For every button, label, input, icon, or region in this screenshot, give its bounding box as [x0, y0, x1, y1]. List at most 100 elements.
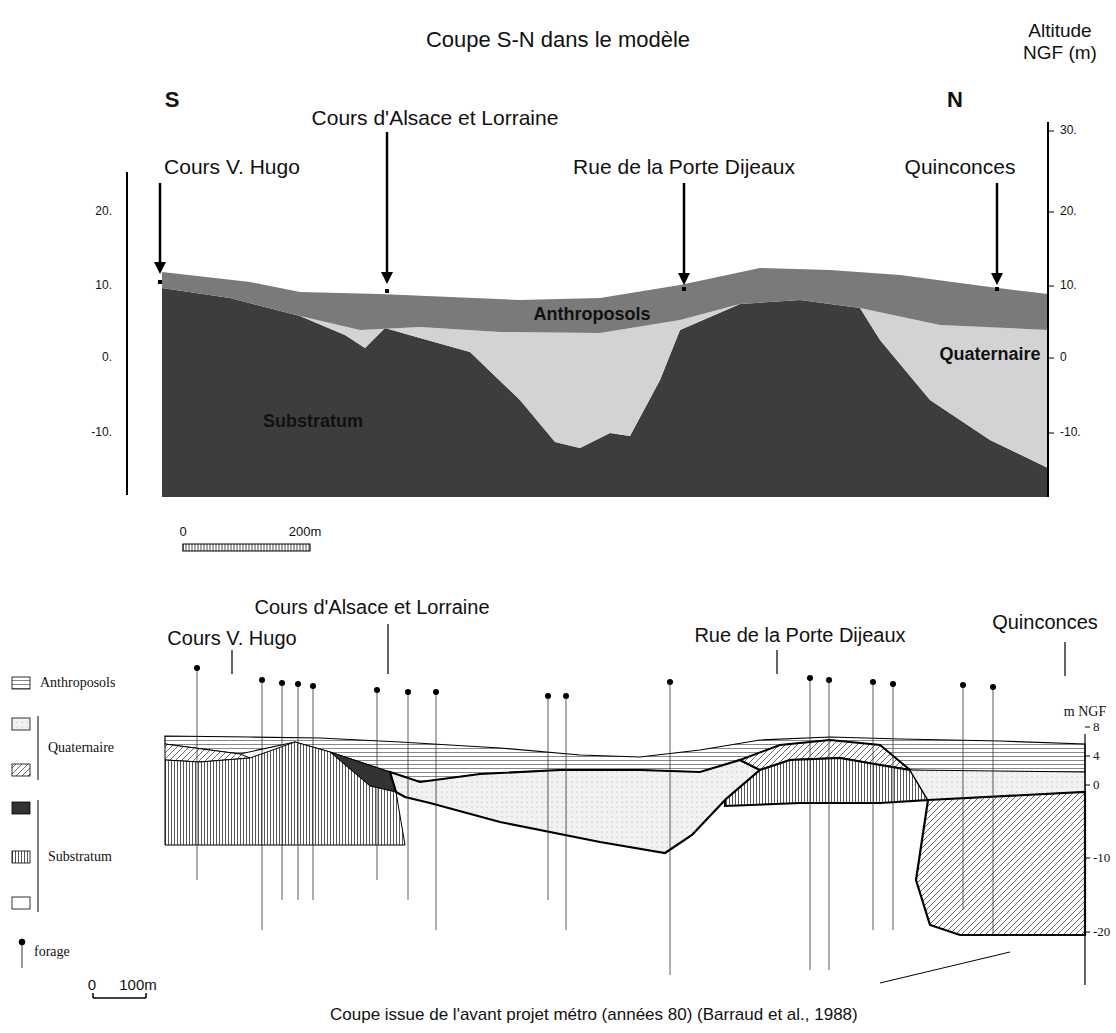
leader-line — [880, 952, 1010, 983]
scale-tick — [216, 544, 217, 551]
section-label: 0 — [88, 976, 96, 993]
scale-tick — [213, 544, 214, 551]
section-label: Cours d'Alsace et Lorraine — [254, 596, 489, 619]
section-label: -20 — [1093, 925, 1110, 940]
section-label: 4 — [1093, 749, 1100, 764]
scale-tick — [249, 544, 250, 551]
metro-section — [93, 624, 1090, 998]
scale-tick — [207, 544, 208, 551]
section-label: 20. — [1060, 205, 1077, 219]
borehole — [405, 689, 411, 900]
location-arrows — [154, 132, 1003, 293]
scale-tick — [288, 544, 289, 551]
scale-tick — [219, 544, 220, 551]
section-label: S — [165, 87, 180, 112]
section-title: Coupe S-N dans le modèle — [426, 27, 690, 52]
scale-tick — [291, 544, 292, 551]
section-label: Quinconces — [992, 611, 1098, 634]
scale-tick — [264, 544, 265, 551]
section-label: Cours V. Hugo — [167, 627, 296, 650]
borehole — [374, 687, 380, 880]
scale-tick — [195, 544, 196, 551]
scale-tick — [189, 544, 190, 551]
section-label: 0. — [102, 351, 112, 365]
section-label: 100m — [119, 976, 157, 993]
section-label: Cours d'Alsace et Lorraine — [312, 106, 559, 130]
scale-tick — [204, 544, 205, 551]
scale-tick — [192, 544, 193, 551]
quaternary-dotted — [390, 760, 760, 853]
axis-line — [126, 172, 128, 495]
section-label: Rue de la Porte Dijeaux — [573, 155, 795, 179]
section-label: 30. — [1060, 124, 1077, 138]
scale-tick — [261, 544, 262, 551]
borehole — [259, 677, 265, 930]
section-label: 10. — [1060, 279, 1077, 293]
section-label: Cours V. Hugo — [164, 155, 300, 179]
scale-tick — [255, 544, 256, 551]
legend-text: Substratum — [48, 849, 112, 865]
axis-line — [1047, 122, 1049, 497]
borehole — [545, 693, 551, 900]
scale-bar — [183, 544, 310, 551]
scale-tick — [300, 544, 301, 551]
scale-tick — [276, 544, 277, 551]
axis-ticks — [1048, 131, 1054, 433]
borehole — [310, 683, 316, 900]
boreholes — [194, 665, 996, 975]
axis-ticks — [1085, 727, 1090, 932]
section-label: -10. — [91, 426, 112, 440]
section-label: 200m — [289, 525, 322, 540]
section-label: Altitude NGF (m) — [1012, 20, 1108, 64]
section-label: Rue de la Porte Dijeaux — [694, 624, 905, 647]
scale-tick — [258, 544, 259, 551]
scale-tick — [246, 544, 247, 551]
section-label: 0 — [179, 525, 186, 540]
borehole — [807, 675, 813, 970]
section-label: 10. — [95, 279, 112, 293]
section-label: N — [947, 87, 963, 112]
scale-tick — [228, 544, 229, 551]
scale-tick — [252, 544, 253, 551]
scale-tick — [225, 544, 226, 551]
substratum-lined — [725, 758, 928, 806]
borehole — [433, 689, 439, 930]
borehole — [870, 679, 876, 930]
street-markers — [232, 624, 1065, 676]
legend-swatches — [12, 677, 38, 968]
axis-line — [1084, 734, 1085, 985]
section-label: Anthroposols — [534, 304, 651, 325]
scale-tick — [222, 544, 223, 551]
section-label: 8 — [1093, 720, 1100, 735]
scale-tick — [237, 544, 238, 551]
substratum-lined — [165, 742, 405, 845]
section-label: 20. — [95, 205, 112, 219]
borehole — [279, 680, 285, 900]
borehole — [667, 679, 673, 975]
scale-tick — [294, 544, 295, 551]
section-label: Quinconces — [905, 155, 1016, 179]
scale-tick — [309, 544, 310, 551]
quaternary-hatched — [916, 792, 1085, 935]
scale-tick — [279, 544, 280, 551]
legend-text: Quaternaire — [48, 740, 114, 756]
scale-tick — [231, 544, 232, 551]
section-label: -10 — [1093, 851, 1110, 866]
figure-caption: Coupe issue de l'avant projet métro (ann… — [330, 1005, 858, 1025]
section-label: 0 — [1093, 778, 1100, 793]
scale-tick — [267, 544, 268, 551]
section-label: Quaternaire — [939, 344, 1040, 365]
legend-text: forage — [34, 944, 70, 960]
scale-tick — [273, 544, 274, 551]
borehole — [890, 681, 896, 930]
section-label: m NGF — [1064, 704, 1106, 720]
borehole — [960, 682, 966, 910]
scale-tick — [270, 544, 271, 551]
scale-tick — [282, 544, 283, 551]
scale-tick — [285, 544, 286, 551]
borehole — [194, 665, 200, 880]
section-label: -10. — [1060, 426, 1081, 440]
borehole — [826, 677, 832, 970]
scale-tick — [240, 544, 241, 551]
anthroposol-region — [162, 268, 1048, 333]
